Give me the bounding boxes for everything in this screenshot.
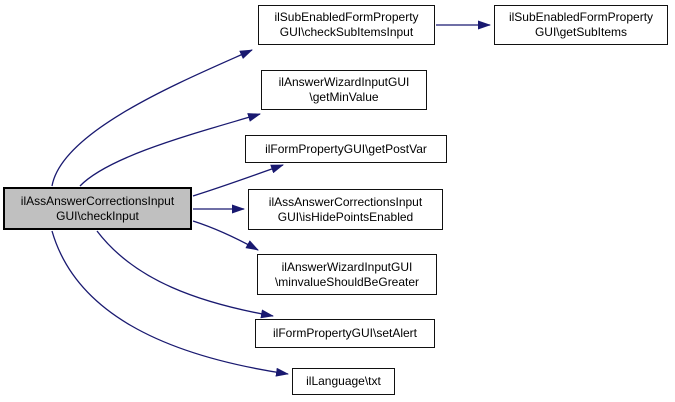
node-txt[interactable]: ilLanguage\txt xyxy=(292,368,395,395)
edge-checkinput-checksubitemsinput xyxy=(51,49,253,187)
edge-checkinput-txt xyxy=(51,230,289,377)
node-label-line: ilAnswerWizardInputGUI xyxy=(281,259,413,274)
node-label-line: \getMinValue xyxy=(309,90,379,104)
node-label-line: GUI\checkSubItemsInput xyxy=(279,25,414,39)
node-setalert[interactable]: ilFormPropertyGUI\setAlert xyxy=(255,319,435,348)
edge-checkinput-getpostvar xyxy=(192,164,284,197)
node-checkinput[interactable]: ilAssAnswerCorrectionsInput GUI\checkInp… xyxy=(3,187,192,230)
edge-checkinput-setalert xyxy=(96,230,274,319)
node-label-line: ilSubEnabledFormProperty xyxy=(508,10,654,24)
node-label-line: ilLanguage\txt xyxy=(306,374,381,388)
node-label-line: ilSubEnabledFormProperty xyxy=(274,10,419,24)
node-label-line: GUI\getSubItems xyxy=(534,25,628,39)
node-getminvalue[interactable]: ilAnswerWizardInputGUI \getMinValue xyxy=(261,70,427,110)
node-label-line: ilAssAnswerCorrectionsInput xyxy=(20,193,175,208)
node-label-line: GUI\checkInput xyxy=(56,208,139,223)
node-label-line: ilFormPropertyGUI\getPostVar xyxy=(265,141,427,156)
node-label-line: GUI\isHidePointsEnabled xyxy=(277,209,414,224)
node-minvalueshouldbegreater[interactable]: ilAnswerWizardInputGUI \minvalueShouldBe… xyxy=(257,254,437,295)
node-label-line: ilAssAnswerCorrectionsInput xyxy=(268,194,423,209)
edge-checkinput-getminvalue xyxy=(79,113,261,187)
node-checksubitemsinput[interactable]: ilSubEnabledFormProperty GUI\checkSubIte… xyxy=(258,5,435,45)
edge-checkinput-minvalueshouldbegreater xyxy=(192,220,259,251)
node-label-line: ilAnswerWizardInputGUI xyxy=(278,75,410,89)
node-ishidepointsenabled[interactable]: ilAssAnswerCorrectionsInput GUI\isHidePo… xyxy=(248,189,443,230)
node-getpostvar[interactable]: ilFormPropertyGUI\getPostVar xyxy=(245,135,447,163)
node-getsubitems[interactable]: ilSubEnabledFormProperty GUI\getSubItems xyxy=(494,5,668,45)
node-label-line: ilFormPropertyGUI\setAlert xyxy=(272,326,418,340)
node-label-line: \minvalueShouldBeGreater xyxy=(274,274,420,289)
